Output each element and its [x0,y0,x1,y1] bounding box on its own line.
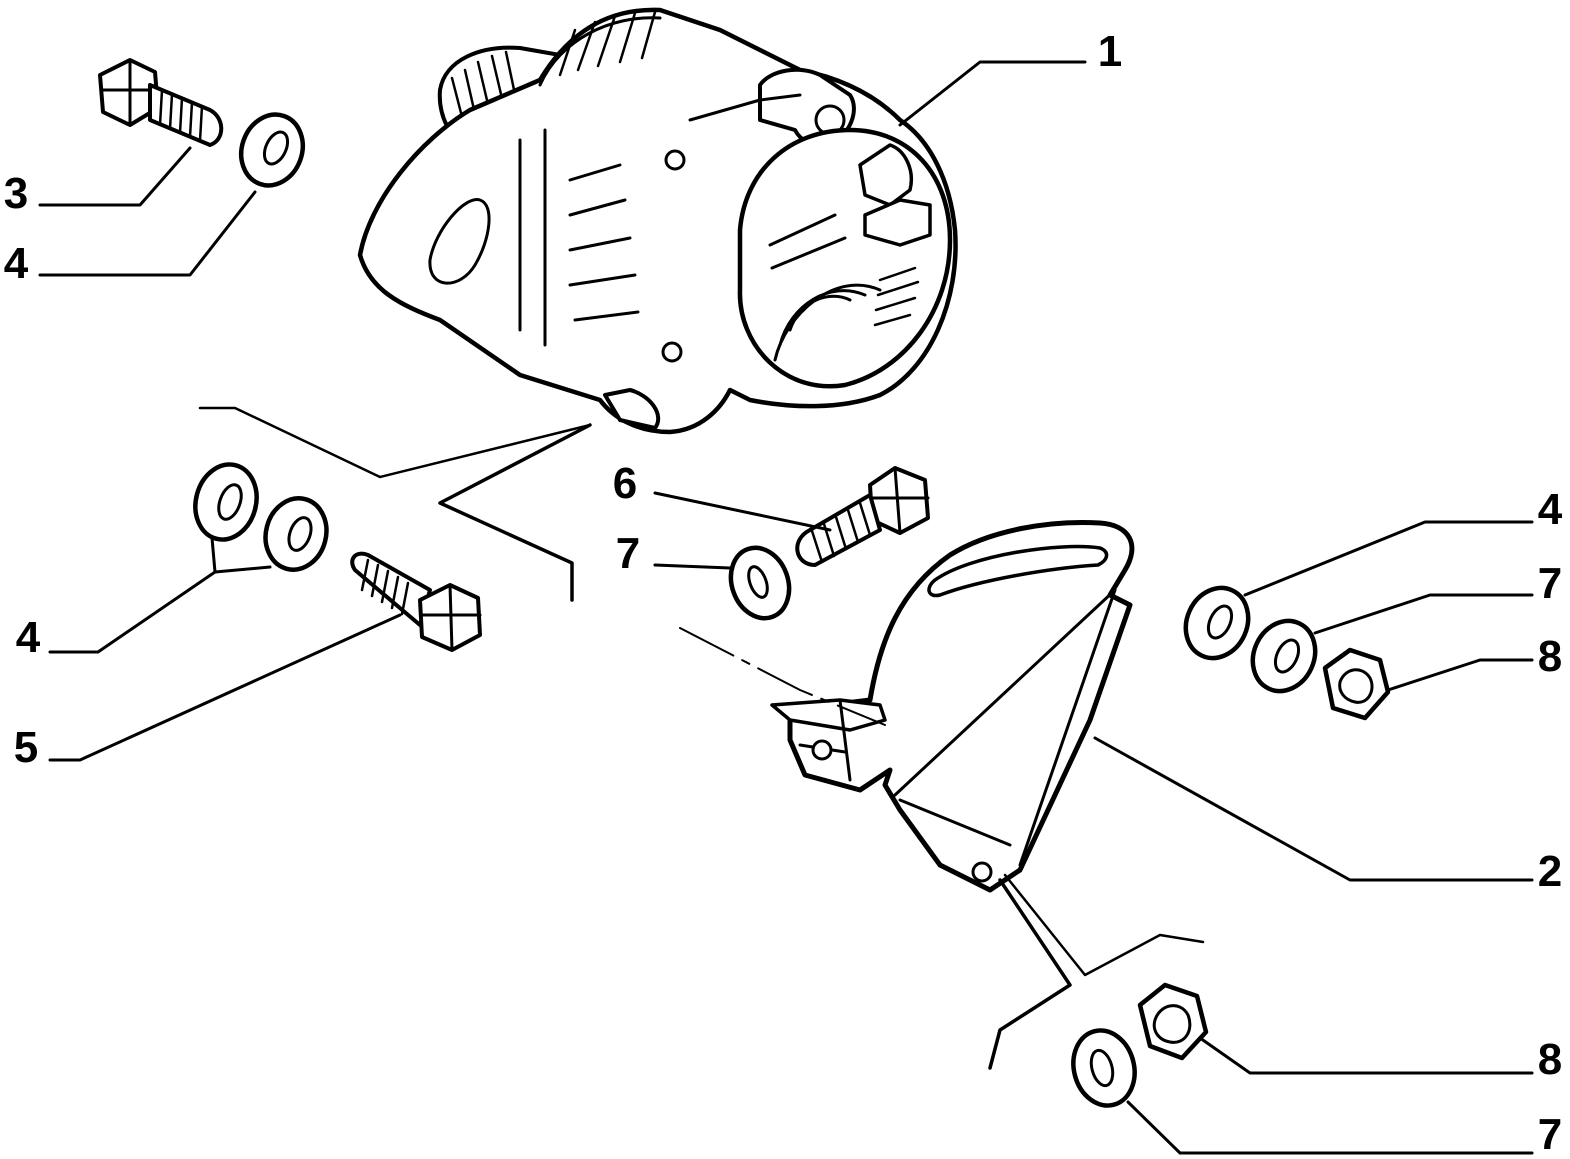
callout-8-bottom: 8 [1537,1035,1563,1084]
washer-4-left-pair-part [193,462,329,572]
bolt-5-part [350,551,482,652]
washer-7-bottom-part [1071,1028,1137,1108]
callout-6: 6 [612,459,638,508]
washer-4-right-part [1183,585,1251,661]
callout-2: 2 [1537,847,1563,896]
callout-3: 3 [3,169,29,218]
callout-7-bottom: 7 [1537,1110,1563,1159]
bolt-3-part [98,58,224,147]
nut-8-bottom-part [1137,982,1209,1061]
washer-7-middle-part [728,545,792,621]
alternator-part [357,7,958,435]
bolt-6-part [795,466,930,567]
callout-4-left: 4 [15,613,41,662]
callout-7-middle: 7 [615,529,641,578]
washer-7-right-part [1250,618,1318,694]
bracket-2-part [770,520,1135,893]
leader-lines [38,60,1534,1155]
callout-4-right: 4 [1537,485,1563,534]
callout-8-right: 8 [1537,632,1563,681]
assembly-lines [198,406,1205,1070]
callout-5: 5 [13,723,39,772]
callout-7-right: 7 [1537,559,1563,608]
nut-8-right-part [1322,647,1391,721]
callout-1: 1 [1097,27,1123,76]
callout-4-top: 4 [3,239,29,288]
washer-4-top-part [238,112,306,188]
